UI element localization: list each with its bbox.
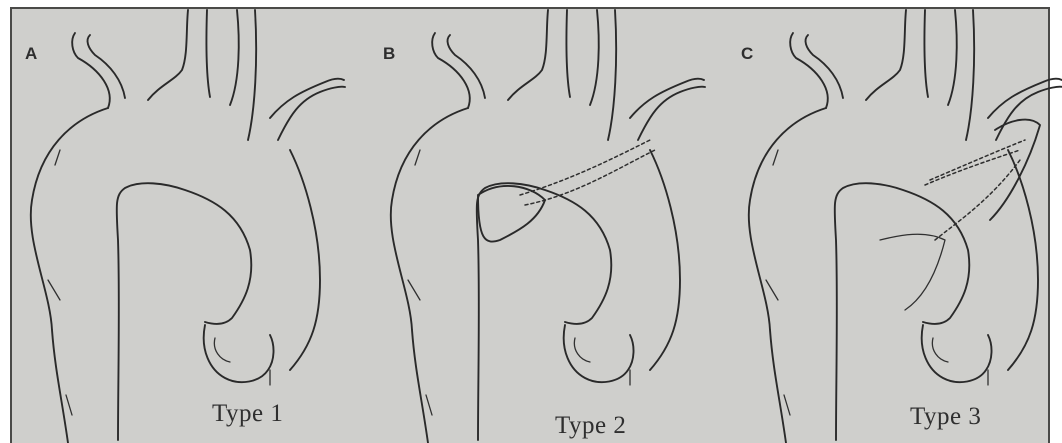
panel-b-arch <box>391 10 705 443</box>
panel-c-graft-upper <box>925 150 1020 185</box>
panel-c-inner-vessel <box>880 234 945 310</box>
panel-a-type-label: Type 1 <box>212 400 283 428</box>
panel-b-chamber <box>478 186 545 242</box>
panel-a-arch <box>31 10 345 443</box>
panel-c-bypass <box>990 120 1040 220</box>
panel-c-type-label: Type 3 <box>910 403 981 431</box>
panel-b-graft-upper <box>520 140 650 195</box>
panel-a-letter: A <box>25 44 37 64</box>
panel-b-graft-lower <box>525 150 655 205</box>
panel-b-type-label: Type 2 <box>555 412 626 440</box>
panel-c-graft-lower <box>930 140 1025 180</box>
panel-c-letter: C <box>741 44 753 64</box>
panel-b-letter: B <box>383 44 395 64</box>
panel-c-arch <box>749 10 1062 443</box>
